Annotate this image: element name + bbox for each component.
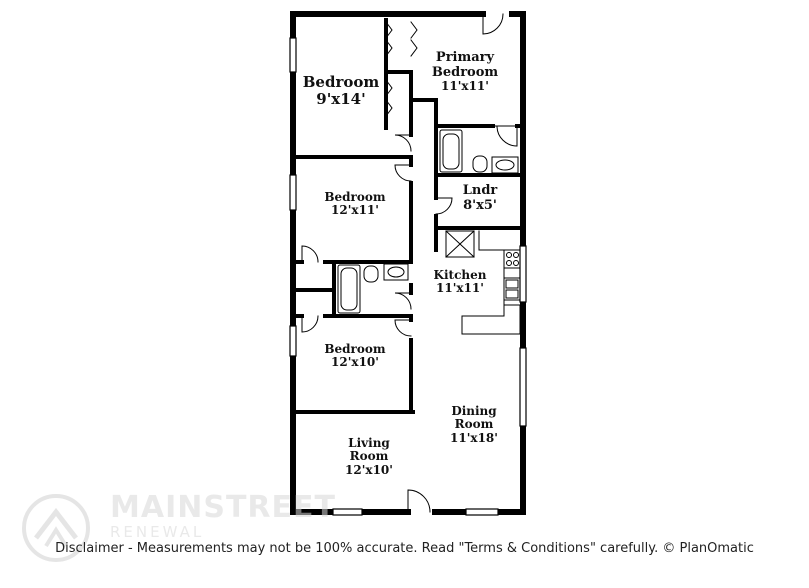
windows: [289, 37, 527, 516]
fixtures: [337, 129, 521, 335]
primary-bedroom-name-1: Primary: [435, 50, 495, 65]
dining-room-name-1: Dining: [451, 404, 497, 418]
dining-room-label: Dining Room 11'x18': [430, 404, 518, 445]
door-swings: [301, 13, 518, 513]
exterior-walls: [290, 11, 526, 515]
bedroom-mid-name: Bedroom: [324, 190, 386, 204]
primary-bedroom-dims: 11'x11': [441, 79, 489, 94]
living-room-name-1: Living: [348, 436, 390, 450]
bedroom-top-dims: 9'x14': [316, 89, 366, 108]
watermark-logo-icon: [22, 494, 90, 562]
kitchen-label: Kitchen 11'x11': [418, 268, 502, 296]
kitchen-dims: 11'x11': [436, 281, 484, 296]
bedroom-low-dims: 12'x10': [331, 355, 379, 370]
laundry-dims: 8'x5': [463, 197, 497, 213]
closet-doors: [385, 21, 418, 117]
bedroom-mid-dims: 12'x11': [331, 203, 379, 218]
watermark-line-2: RENEWAL: [110, 523, 205, 541]
living-room-name-2: Room: [349, 449, 389, 464]
disclaimer-text: Disclaimer - Measurements may not be 100…: [55, 541, 754, 556]
laundry-name: Lndr: [462, 183, 498, 198]
mainstreet-renewal-watermark: MAINSTREET RENEWAL: [18, 490, 335, 565]
watermark-line-1: MAINSTREET: [110, 490, 336, 525]
primary-bedroom-name-2: Bedroom: [431, 64, 499, 80]
bedroom-low-label: Bedroom 12'x10': [300, 342, 410, 370]
kitchen-name: Kitchen: [433, 268, 487, 282]
bedroom-top-label: Bedroom 9'x14': [296, 74, 386, 108]
bedroom-low-name: Bedroom: [324, 342, 386, 356]
dining-room-name-2: Room: [454, 417, 494, 432]
dining-room-dims: 11'x18': [450, 430, 498, 445]
living-room-label: Living Room 12'x10': [323, 436, 415, 477]
interior-walls: [291, 18, 525, 414]
bedroom-top-name: Bedroom: [302, 73, 380, 91]
bedroom-mid-label: Bedroom 12'x11': [300, 190, 410, 218]
living-room-dims: 12'x10': [345, 462, 393, 477]
primary-bedroom-label: Primary Bedroom 11'x11': [418, 50, 512, 94]
floor-plan: [289, 11, 527, 516]
laundry-label: Lndr 8'x5': [438, 183, 522, 213]
